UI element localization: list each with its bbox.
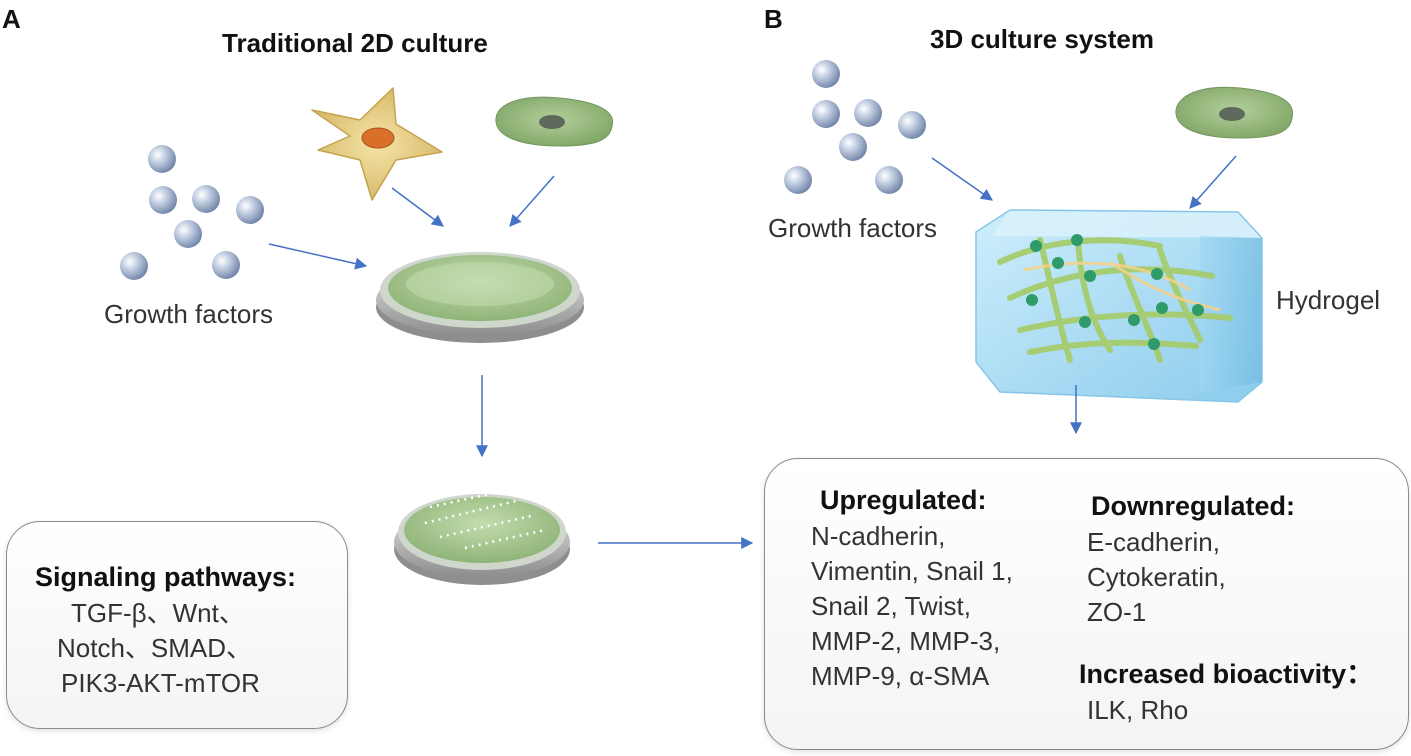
upregulated-line: Snail 2, Twist, (811, 591, 971, 621)
upregulated-line: N-cadherin, (811, 521, 946, 551)
panel-b-title: 3D culture system (930, 24, 1154, 54)
epithelial-cell-b (1175, 86, 1294, 139)
signaling-pathway-line: Notch、SMAD、 (57, 633, 253, 663)
growth-factor-sphere (192, 185, 220, 213)
growth-factor-sphere (149, 186, 177, 214)
hydrogel-label: Hydrogel (1276, 285, 1381, 315)
upregulated-line: MMP-2, MMP-3, (811, 626, 1001, 656)
fibroblast-cell (311, 87, 443, 201)
arrow-growth-to-hydrogel (931, 157, 993, 201)
bioactivity-line: ILK, Rho (1087, 695, 1189, 725)
panel-b-letter: B (764, 4, 783, 34)
downregulated-line: Cytokeratin, (1087, 562, 1226, 592)
growth-factor-sphere (236, 196, 264, 224)
upregulated-line: MMP-9, α-SMA (811, 661, 990, 691)
culture-dish-bottom (394, 492, 570, 585)
signaling-pathways-heading: Signaling pathways: (35, 562, 297, 592)
upregulated-heading: Upregulated: (820, 485, 987, 515)
growth-factors-label-b: Growth factors (768, 213, 938, 243)
hydrogel-nodes (1026, 234, 1204, 350)
culture-dish-top (376, 252, 584, 343)
downregulated-line: E-cadherin, (1087, 527, 1220, 557)
signaling-pathway-line: PIK3-AKT-mTOR (61, 668, 260, 698)
arrow-cell-to-hydrogel (1189, 155, 1237, 209)
growth-factor-sphere (812, 100, 840, 128)
growth-factor-sphere (875, 166, 903, 194)
gene-expression-box: Upregulated: N-cadherin, Vimentin, Snail… (764, 458, 1409, 750)
growth-factor-sphere (174, 220, 202, 248)
growth-factor-sphere (839, 133, 867, 161)
arrows-panel-a (268, 175, 754, 549)
growth-factor-sphere (148, 145, 176, 173)
hydrogel-block (975, 209, 1263, 403)
cell-nucleus (1219, 107, 1245, 121)
downregulated-heading: Downregulated: (1091, 491, 1296, 521)
cell-nucleus (539, 115, 565, 129)
bioactivity-heading: Increased bioactivity： (1079, 659, 1374, 689)
arrow-cell-to-dish (509, 175, 555, 227)
growth-factor-spheres-a (120, 145, 264, 280)
growth-factor-sphere (854, 99, 882, 127)
arrow-fibroblast-to-dish (391, 187, 444, 227)
upregulated-line: Vimentin, Snail 1, (811, 556, 1013, 586)
growth-factor-sphere (120, 252, 148, 280)
signaling-pathways-box: Signaling pathways: TGF-β、Wnt、 Notch、SMA… (6, 521, 348, 729)
growth-factor-sphere (212, 251, 240, 279)
arrow-growth-to-dish (268, 243, 368, 270)
cell-nucleus (361, 127, 395, 149)
growth-factor-sphere (784, 166, 812, 194)
panel-a-title: Traditional 2D culture (222, 28, 488, 58)
hydrogel-cells (1023, 260, 1221, 312)
growth-factor-sphere (812, 60, 840, 88)
arrows-panel-b (931, 155, 1237, 435)
growth-factor-spheres-b (784, 60, 926, 194)
growth-factor-sphere (898, 111, 926, 139)
growth-factors-label-a: Growth factors (104, 299, 274, 329)
panel-a-letter: A (2, 4, 21, 34)
epithelial-cell-a (495, 96, 614, 147)
signaling-pathway-line: TGF-β、Wnt、 (71, 598, 245, 628)
downregulated-line: ZO-1 (1087, 597, 1147, 627)
